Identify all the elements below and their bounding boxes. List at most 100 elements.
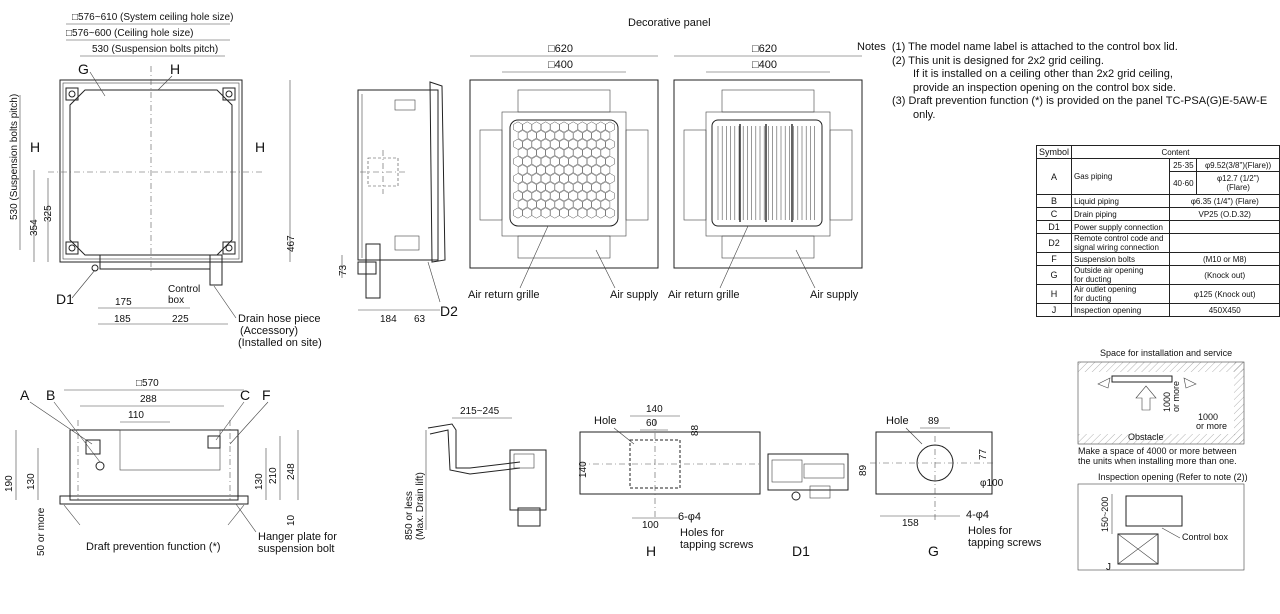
spec-sub: 40·60 [1169,171,1198,195]
grille-cell [573,164,583,176]
grille-cell [545,147,555,159]
grille-cell [531,155,542,167]
spec-symbol: A [1035,158,1073,195]
front-view: □570 288 110 190 130 130 210 248 10 50 o… [4,378,337,556]
spec-item: Inspection opening [1071,303,1171,317]
grille-cell [559,173,569,185]
panel2-return-label: Air return grille [668,289,740,301]
G-detail-title: G [928,543,939,559]
grille-cell [591,198,601,210]
spec-item: Remote control code and signal wiring co… [1071,233,1171,253]
grille-cell [517,198,528,210]
H-dim-140-left: 140 [578,461,589,478]
label-A: A [20,387,30,403]
spec-value: 450X450 [1169,303,1280,317]
grille-cell [582,147,592,159]
grille-cell [596,173,606,185]
grille-cell [550,173,560,185]
spec-item: Power supply connection [1071,220,1171,234]
note-2: (2) This unit is designed for 2x2 grid c… [892,54,1104,67]
grille-cell [582,164,592,176]
grille-cell [605,138,615,150]
grille-cell [563,198,574,210]
grille-cell [596,190,606,202]
grille-cell [577,207,588,219]
H-hole-label: Hole [594,415,617,427]
grille-cell [513,207,523,219]
grille-cell [517,164,528,176]
grille-cell [531,121,542,133]
grille-cell [540,155,551,167]
H-dim-100: 100 [642,520,659,531]
grille-cell [586,190,597,202]
grille-cell [605,173,615,185]
grille-cell [522,207,532,219]
H-dim-60: 60 [646,418,658,429]
spec-symbol: D2 [1035,233,1073,253]
grille-cell [568,155,578,167]
notes-block: Notes (1) The model name label is attach… [857,41,1277,123]
grille-cell [600,130,611,142]
grille-cell [545,164,555,176]
grille-cell [531,207,542,219]
grille-cell [596,138,606,150]
inspection-title: Inspection opening (Refer to note (2)) [1098,472,1248,482]
grille-cell [577,138,588,150]
spec-value: VP25 (O.D.32) [1169,207,1280,221]
panel2-dim-inner: □400 [752,59,777,71]
spec-value: φ9.52(3/8")(Flare)) [1196,158,1280,172]
G-dim-phi100: φ100 [980,478,1004,489]
grille-cell [559,207,569,219]
spec-header-content: Content [1071,145,1280,159]
grille-cell [563,181,574,193]
dim-175: 175 [115,297,132,308]
H-detail-title: H [646,543,656,559]
grille-cell [531,138,542,150]
grille-cell [550,121,560,133]
spec-item: Suspension bolts [1071,252,1171,266]
note-3-cont: only. [913,108,936,121]
grille-cell [536,130,546,142]
G-hole-label: Hole [886,415,909,427]
detail-D1: D1 [767,453,849,559]
spec-value: (Knock out) [1169,265,1280,285]
note-2-cont2: provide an inspection opening on the con… [913,81,1176,94]
grille-cell [527,181,537,193]
grille-cell [600,164,611,176]
inspection-dim: 150~200 [1100,497,1110,532]
dim-73: 73 [338,264,349,276]
grille-cell [517,181,528,193]
dim-110: 110 [128,410,144,421]
dim-ceiling-hole: □576~600 (Ceiling hole size) [66,28,194,39]
grille-cell [596,207,606,219]
dim-130-right: 130 [254,473,265,490]
grille-cell [550,155,560,167]
G-holes-label: 4-φ4 [966,509,989,521]
service-space-diagram: Space for installation and service 1000o… [1077,348,1245,466]
grille-cell [513,138,523,150]
dim-570: □570 [136,378,159,389]
grille-cell [600,147,611,159]
notes-line-1: Notes (1) The model name label is attach… [857,41,1277,55]
grille-cell [577,173,588,185]
label-H-top: H [170,61,180,77]
grille-cell [568,138,578,150]
grille-cell [605,190,615,202]
panel1-dim-inner: □400 [548,59,573,71]
grille-louver [717,124,815,222]
dim-467: 467 [286,235,297,252]
grille-cell [550,190,560,202]
label-F: F [262,387,271,403]
G-dim-89-top: 89 [928,416,940,427]
dim-190: 190 [4,475,15,492]
grille-cell [563,147,574,159]
grille-cell [582,130,592,142]
grille-cell [577,190,588,202]
grille-cell [559,138,569,150]
grille-cell [591,147,601,159]
grille-cell [563,130,574,142]
grille-cell [536,181,546,193]
